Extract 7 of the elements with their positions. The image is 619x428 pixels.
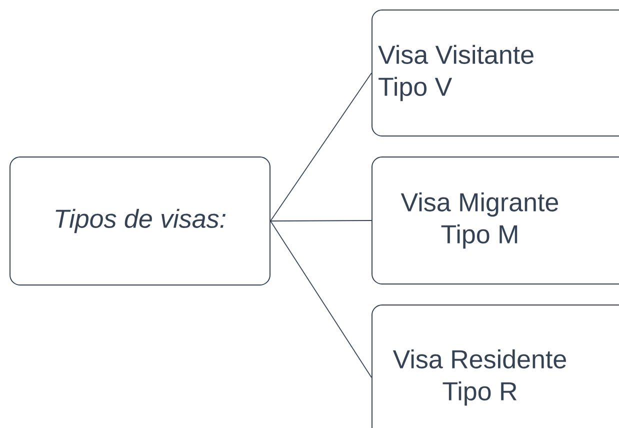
connector-line: [270, 220, 372, 222]
text-box: Visa Residente Tipo R: [372, 304, 619, 428]
text-box: Visa Migrante Tipo M: [372, 156, 619, 284]
text-box: Tipos de visas:: [10, 156, 270, 286]
text-box: Visa Visitante Tipo V: [372, 10, 619, 136]
connector-line: [270, 220, 372, 378]
connector-line: [270, 72, 372, 222]
